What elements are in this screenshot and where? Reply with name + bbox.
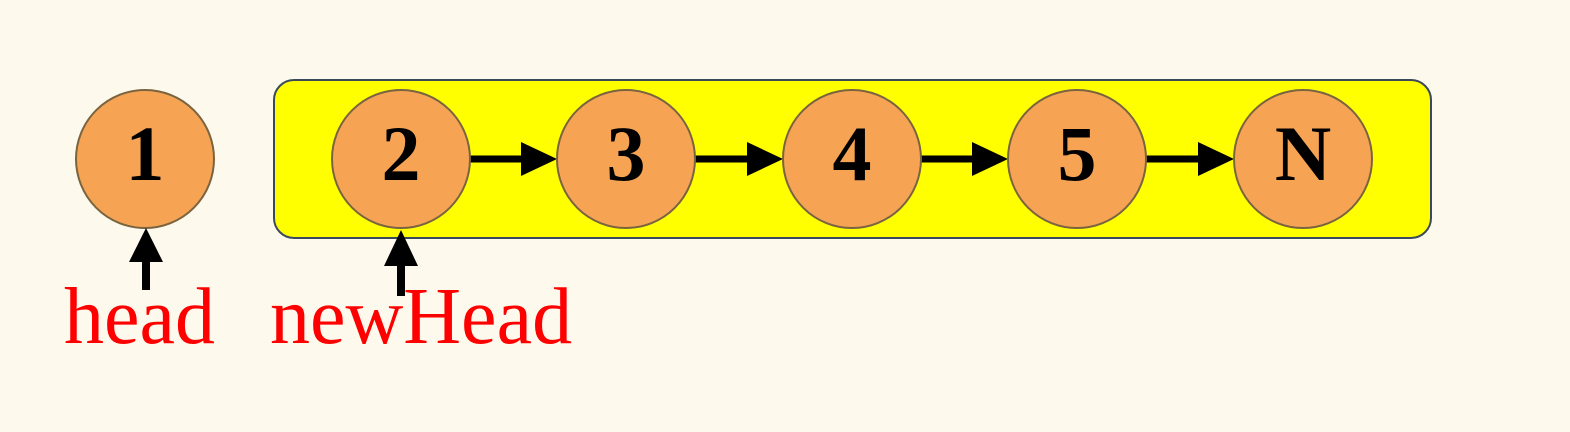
node-label: N — [1275, 110, 1331, 197]
next-pointer-arrow — [470, 142, 557, 176]
node-label: 4 — [833, 110, 872, 197]
list-node-null: N — [1233, 89, 1373, 229]
list-node-1: 1 — [75, 89, 215, 229]
arrow-head — [972, 142, 1008, 176]
list-node-4: 4 — [782, 89, 922, 229]
node-label: 2 — [382, 110, 421, 197]
node-label: 5 — [1058, 110, 1097, 197]
head-label: head — [64, 273, 215, 361]
next-pointer-arrow — [695, 142, 783, 176]
newhead-pointer: newHead — [270, 230, 572, 361]
list-node-5: 5 — [1007, 89, 1147, 229]
next-pointer-arrow — [1146, 142, 1234, 176]
next-pointer-arrow — [921, 142, 1008, 176]
arrow-head — [747, 142, 783, 176]
arrow-head — [521, 142, 557, 176]
list-node-3: 3 — [556, 89, 696, 229]
list-node-2: 2 — [331, 89, 471, 229]
head-pointer-arrowhead — [129, 228, 163, 262]
node-label: 1 — [126, 110, 165, 197]
newhead-pointer-arrowhead — [384, 230, 418, 266]
newhead-label: newHead — [270, 273, 572, 361]
head-pointer: head — [64, 228, 215, 361]
node-label: 3 — [607, 110, 646, 197]
arrow-head — [1198, 142, 1234, 176]
